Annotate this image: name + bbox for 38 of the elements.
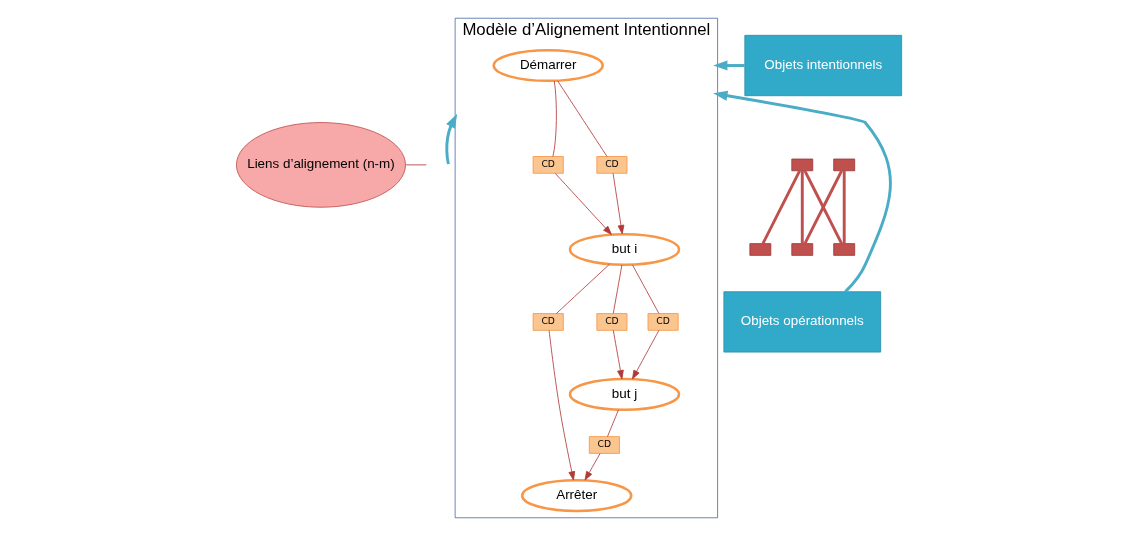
arrow — [713, 60, 745, 71]
connector — [607, 409, 619, 437]
node-box: CD — [596, 156, 628, 174]
arrow — [548, 330, 576, 481]
node-box — [833, 243, 856, 256]
connector — [557, 80, 608, 157]
node-ellipse: Arrêter — [520, 479, 633, 513]
arrow — [632, 329, 660, 380]
connector — [800, 170, 804, 244]
arrow — [612, 329, 624, 380]
node-box — [749, 243, 772, 256]
node-box: Objets opérationnels — [723, 291, 882, 353]
arrow — [713, 90, 892, 293]
node-box: CD — [647, 313, 679, 331]
connector — [556, 263, 610, 314]
node-box: Objets intentionnels — [744, 34, 903, 97]
node-ellipse: Liens d’alignement (n-m) — [236, 122, 406, 208]
connector — [405, 164, 427, 166]
connector — [632, 264, 660, 314]
node-box: CD — [588, 436, 620, 454]
node-box — [791, 243, 814, 256]
node-box: CD — [596, 313, 628, 331]
arrow — [584, 453, 601, 481]
node-box: CD — [532, 313, 564, 331]
connector — [552, 80, 557, 157]
arrow — [554, 172, 612, 235]
arrow — [612, 172, 625, 235]
connector — [612, 264, 623, 314]
node-box: CD — [532, 156, 564, 174]
arrow — [445, 113, 458, 165]
node-box — [791, 158, 814, 172]
node-ellipse: but j — [568, 377, 681, 411]
connector — [842, 170, 846, 244]
connector — [761, 170, 801, 245]
node-ellipse: but i — [568, 232, 681, 267]
node-ellipse: Démarrer — [492, 48, 604, 83]
node-box — [833, 158, 856, 172]
connector — [803, 170, 843, 245]
